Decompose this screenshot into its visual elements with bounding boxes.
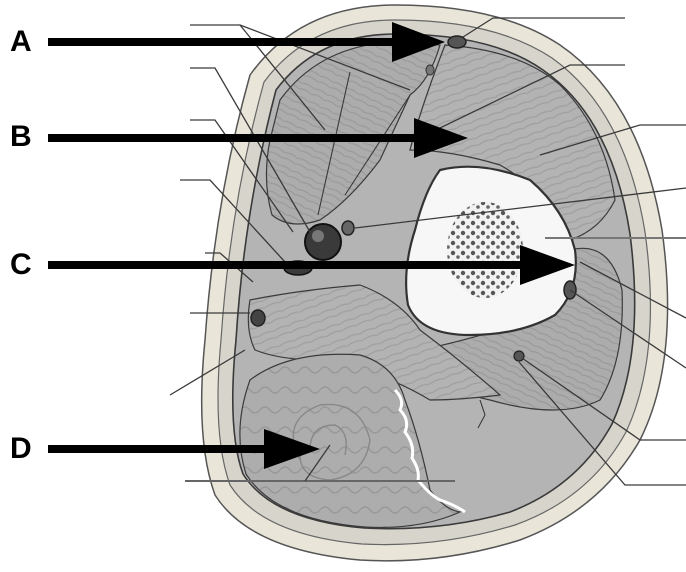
large-vessel	[305, 224, 341, 260]
arrow-a-shaft	[48, 38, 398, 46]
bone-marrow	[447, 202, 523, 298]
vessel-lower-right	[514, 351, 524, 361]
label-a: A	[10, 27, 32, 57]
vessel-left	[251, 310, 265, 326]
small-nerve-top	[426, 65, 434, 75]
label-d: D	[10, 434, 32, 464]
vessel-small-1	[342, 221, 354, 235]
label-c: C	[10, 250, 32, 280]
arrow-c-shaft	[48, 261, 524, 269]
arrow-b-shaft	[48, 134, 418, 142]
label-b: B	[10, 122, 32, 152]
vessel-top	[448, 36, 466, 48]
arrow-d-shaft	[48, 445, 268, 453]
large-vessel-highlight	[312, 230, 324, 242]
